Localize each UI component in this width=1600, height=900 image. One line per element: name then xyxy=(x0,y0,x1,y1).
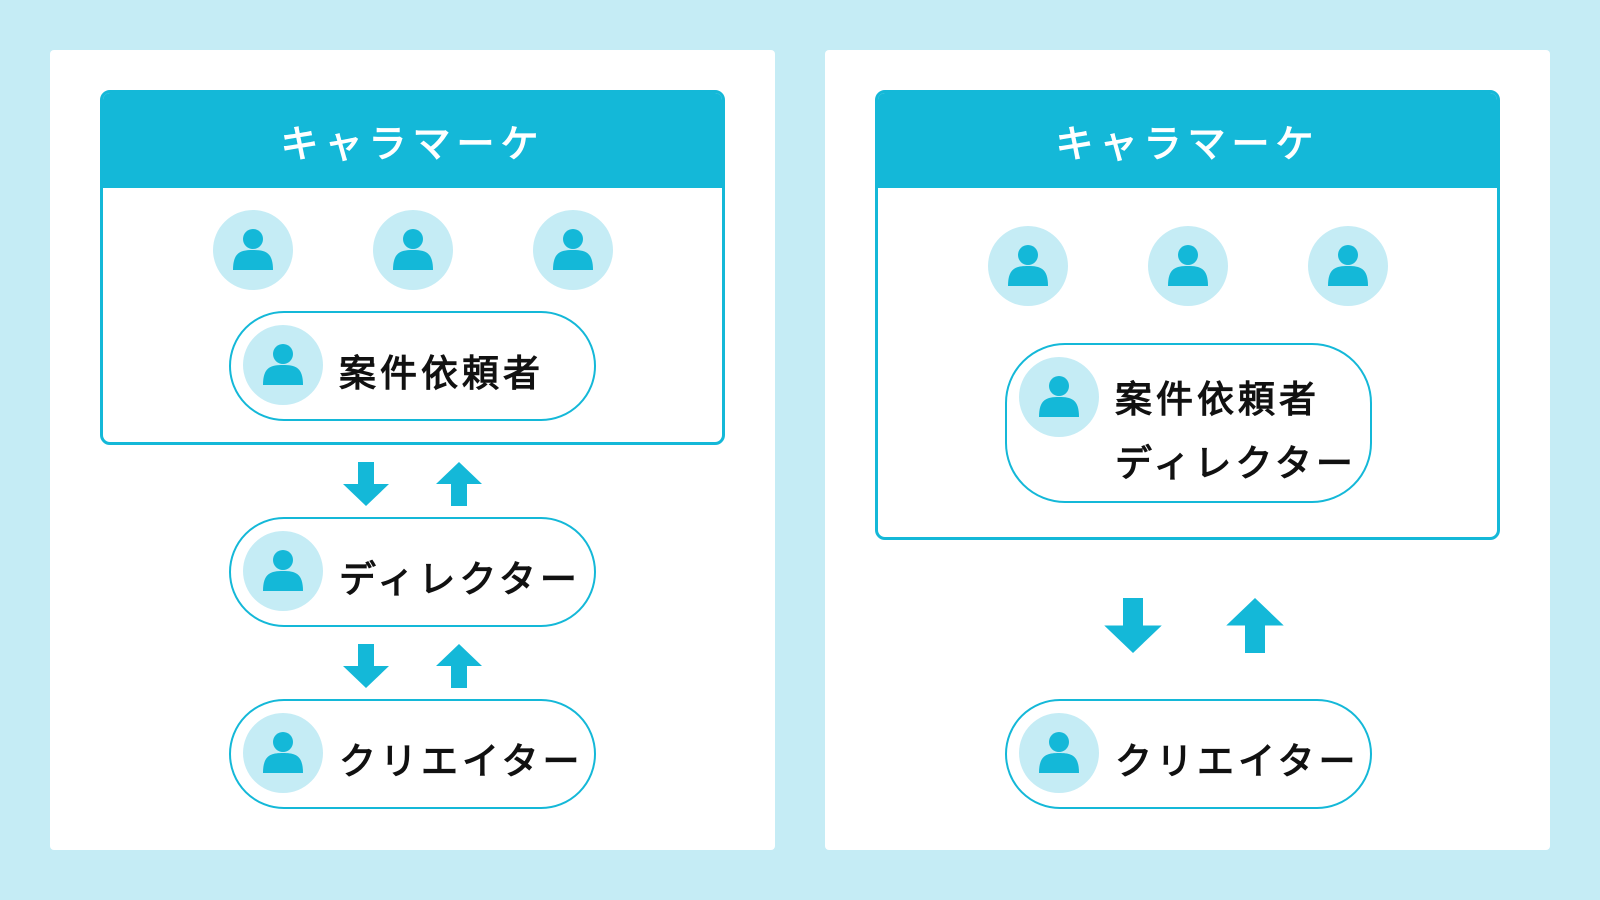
arrow-up-icon xyxy=(1226,598,1284,653)
user-icon xyxy=(553,228,593,270)
company-title: キャラマーケ xyxy=(878,93,1497,188)
client-pill: 案件依頼者 xyxy=(229,311,596,421)
user-icon xyxy=(1328,244,1368,286)
member-avatar xyxy=(213,210,293,290)
user-icon xyxy=(393,228,433,270)
client-label: 案件依頼者 xyxy=(339,352,544,395)
director-label: ディレクター xyxy=(339,558,581,601)
client-avatar xyxy=(243,325,323,405)
director-avatar xyxy=(243,531,323,611)
client-director-pill: 案件依頼者 ディレクター xyxy=(1005,343,1372,503)
creator-label: クリエイター xyxy=(1115,740,1360,783)
user-icon xyxy=(1008,244,1048,286)
user-icon xyxy=(263,343,303,385)
arrow-down-icon xyxy=(1104,598,1162,653)
user-icon xyxy=(263,549,303,591)
right-diagram-panel: キャラマーケ 案件依頼者 ディレクター クリエイター xyxy=(825,50,1550,850)
user-icon xyxy=(233,228,273,270)
member-avatar xyxy=(1308,226,1388,306)
user-icon xyxy=(263,731,303,773)
member-avatar xyxy=(988,226,1068,306)
arrow-up-icon xyxy=(436,462,482,506)
creator-avatar xyxy=(1019,713,1099,793)
company-box: キャラマーケ 案件依頼者 ディレクター xyxy=(875,90,1500,540)
director-label: ディレクター xyxy=(1115,442,1357,485)
arrow-up-icon xyxy=(436,644,482,688)
company-box: キャラマーケ 案件依頼者 xyxy=(100,90,725,445)
creator-pill: クリエイター xyxy=(1005,699,1372,809)
member-avatar xyxy=(533,210,613,290)
creator-avatar xyxy=(243,713,323,793)
creator-label: クリエイター xyxy=(339,740,584,783)
director-pill: ディレクター xyxy=(229,517,596,627)
user-icon xyxy=(1039,375,1079,417)
arrow-down-icon xyxy=(343,462,389,506)
left-diagram-panel: キャラマーケ 案件依頼者 ディレクター クリエイター xyxy=(50,50,775,850)
member-avatar xyxy=(1148,226,1228,306)
client-label: 案件依頼者 xyxy=(1115,378,1320,421)
creator-pill: クリエイター xyxy=(229,699,596,809)
member-avatar xyxy=(373,210,453,290)
company-title: キャラマーケ xyxy=(103,93,722,188)
user-icon xyxy=(1168,244,1208,286)
arrow-down-icon xyxy=(343,644,389,688)
client-director-avatar xyxy=(1019,357,1099,437)
user-icon xyxy=(1039,731,1079,773)
